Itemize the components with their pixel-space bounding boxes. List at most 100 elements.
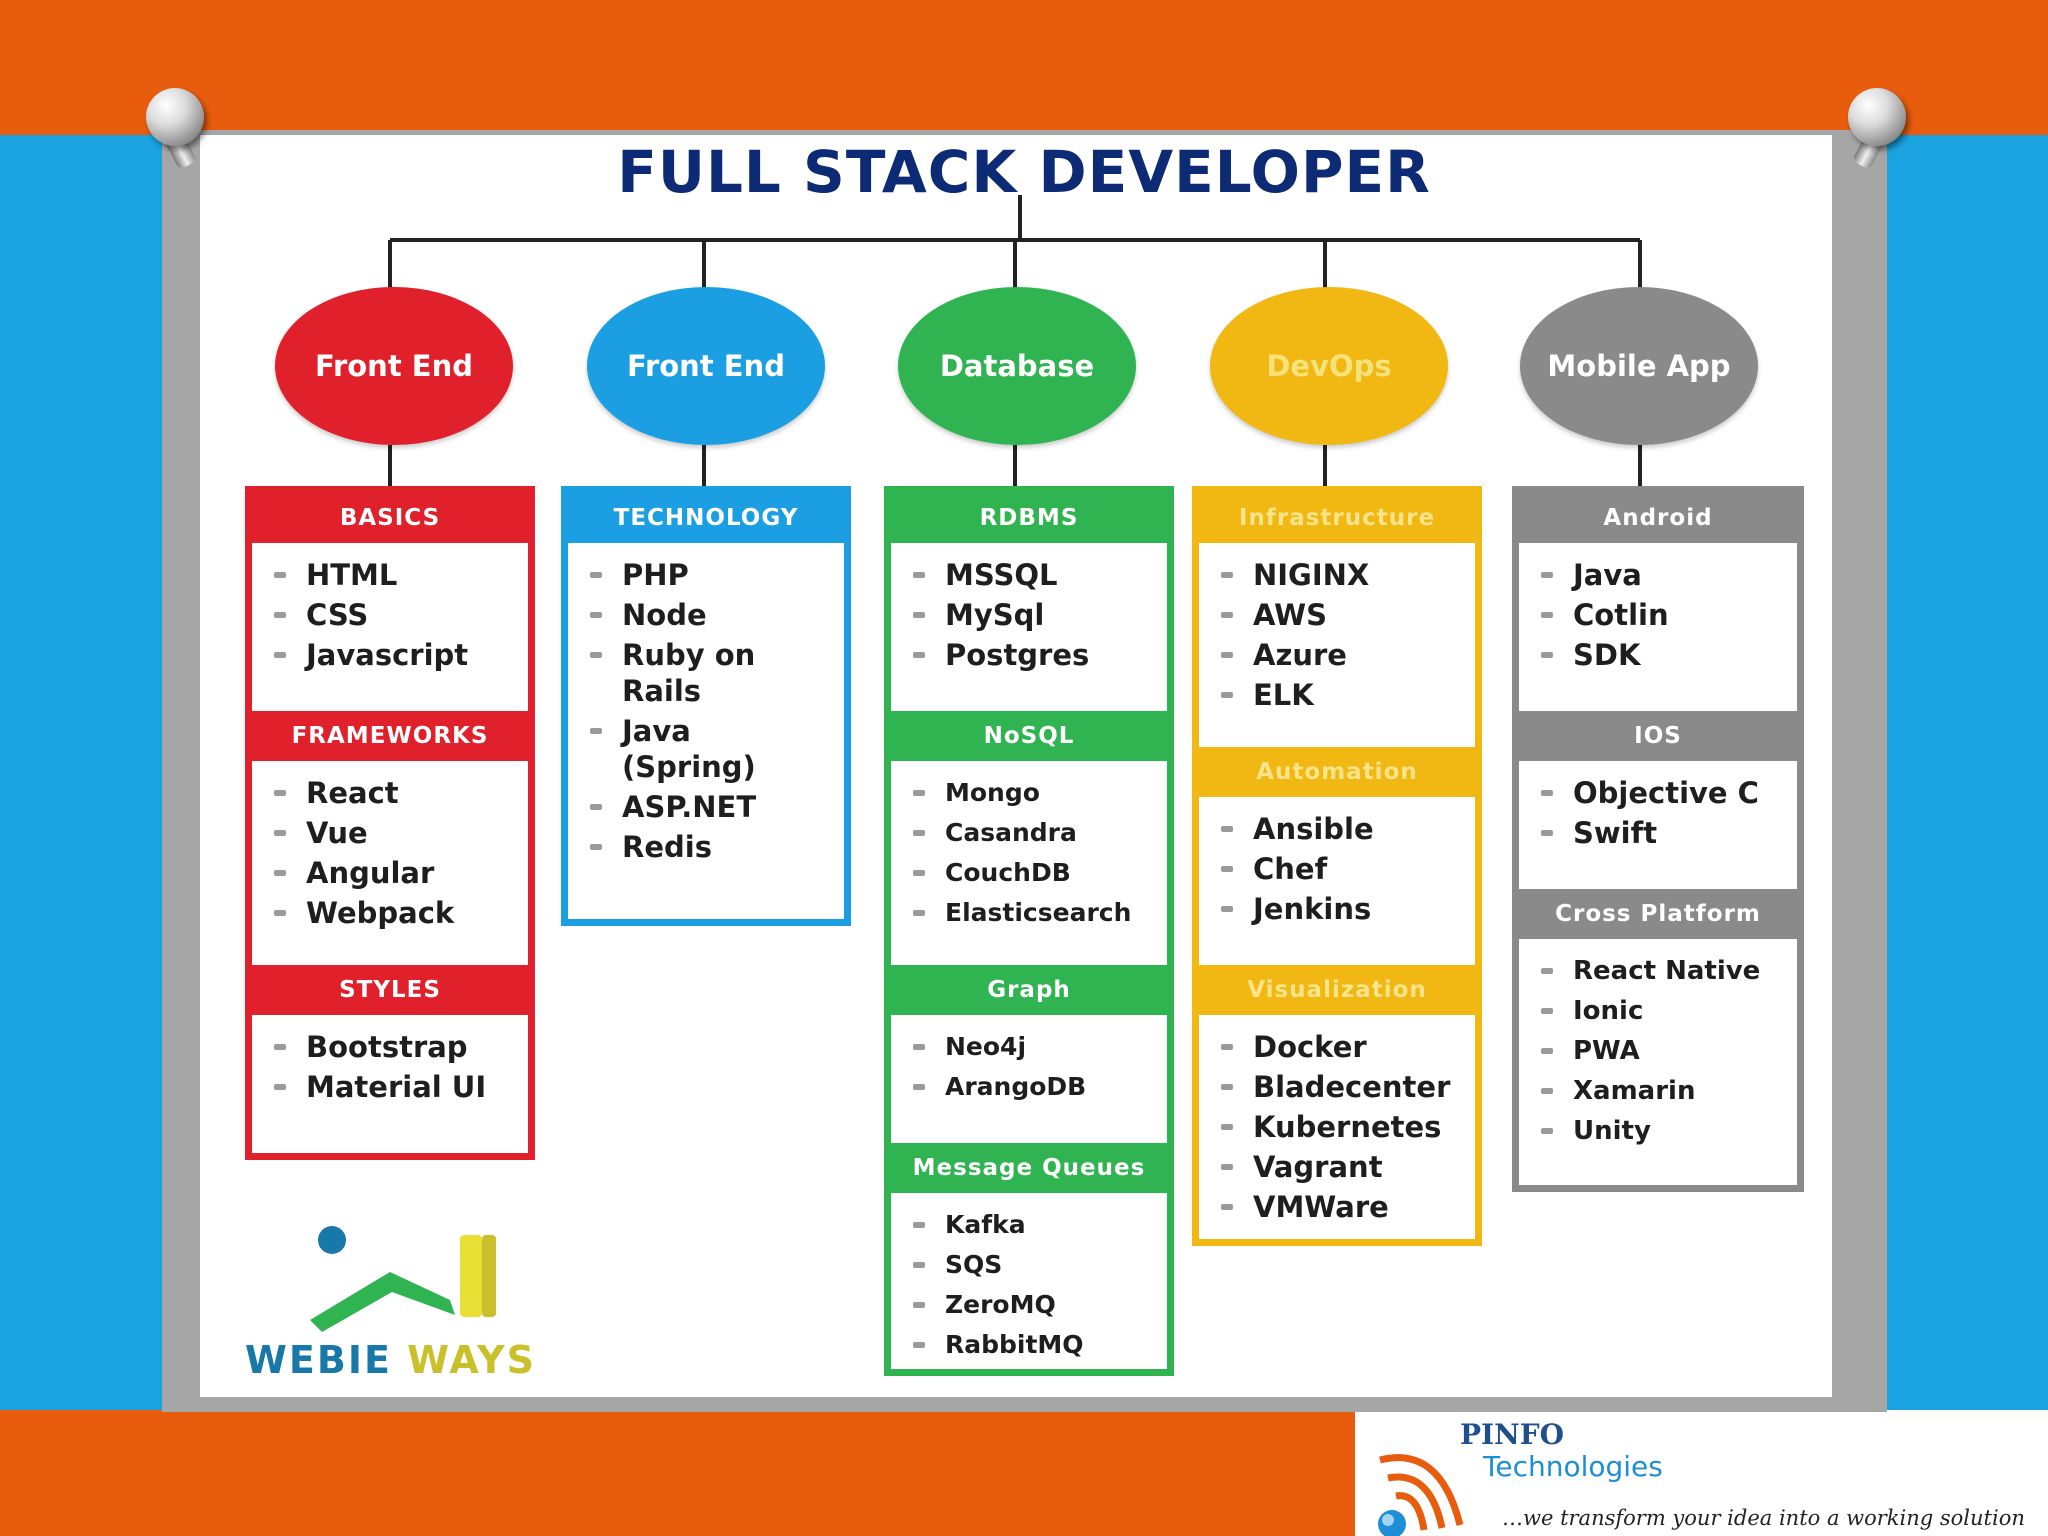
list-item: Chef bbox=[1199, 851, 1475, 887]
section-body: Mongo Casandra CouchDB Elasticsearch bbox=[891, 761, 1167, 965]
list-item: Java (Spring) bbox=[568, 713, 792, 785]
list-item: SQS bbox=[891, 1247, 1167, 1283]
section-body: MSSQL MySql Postgres bbox=[891, 543, 1167, 711]
section-heading: Android bbox=[1519, 493, 1797, 543]
column-front-end-1: BASICS HTML CSS Javascript FRAMEWORKS Re… bbox=[245, 486, 535, 1160]
bubble-mobile-app: Mobile App bbox=[1520, 287, 1758, 445]
section-body: Bootstrap Material UI bbox=[252, 1015, 528, 1123]
list-item: Kafka bbox=[891, 1207, 1167, 1243]
pinfo-brand: PINFO bbox=[1460, 1418, 1565, 1451]
list-item: Redis bbox=[568, 829, 792, 865]
list-item: Bladecenter bbox=[1199, 1069, 1475, 1105]
list-item: VMWare bbox=[1199, 1189, 1475, 1225]
bubble-front-end-2: Front End bbox=[587, 287, 825, 445]
list-item: ASP.NET bbox=[568, 789, 792, 825]
column-devops: Infrastructure NIGINX AWS Azure ELK Auto… bbox=[1192, 486, 1482, 1246]
section-heading: Message Queues bbox=[891, 1143, 1167, 1193]
list-item: Postgres bbox=[891, 637, 1167, 673]
section-heading: FRAMEWORKS bbox=[252, 711, 528, 761]
list-item: Casandra bbox=[891, 815, 1167, 851]
list-item: Vagrant bbox=[1199, 1149, 1475, 1185]
list-item: CSS bbox=[252, 597, 528, 633]
list-item: React bbox=[252, 775, 528, 811]
list-item: ELK bbox=[1199, 677, 1475, 713]
list-item: Angular bbox=[252, 855, 528, 891]
section-body: React Native Ionic PWA Xamarin Unity bbox=[1519, 939, 1797, 1167]
list-item: MySql bbox=[891, 597, 1167, 633]
page-title: FULL STACK DEVELOPER bbox=[617, 138, 1431, 206]
bottom-orange-band bbox=[0, 1410, 1355, 1536]
list-item: Bootstrap bbox=[252, 1029, 528, 1065]
ways-word: WAYS bbox=[407, 1338, 537, 1382]
footer-logo-area bbox=[1355, 1410, 2048, 1536]
list-item: Azure bbox=[1199, 637, 1475, 673]
webie-ways-logo-icon bbox=[310, 1226, 496, 1332]
list-item: Neo4j bbox=[891, 1029, 1167, 1065]
pinfo-tagline: …we transform your idea into a working s… bbox=[1502, 1506, 2025, 1530]
list-item: Webpack bbox=[252, 895, 528, 931]
bubble-label: DevOps bbox=[1266, 349, 1392, 383]
list-item: Node bbox=[568, 597, 792, 633]
pin-left-icon bbox=[146, 88, 204, 146]
column-mobile-app: Android Java Cotlin SDK IOS Objective C … bbox=[1512, 486, 1804, 1192]
section-heading: NoSQL bbox=[891, 711, 1167, 761]
section-heading: RDBMS bbox=[891, 493, 1167, 543]
list-item: Kubernetes bbox=[1199, 1109, 1475, 1145]
webie-ways-wordmark: WEBIE WAYS bbox=[245, 1338, 536, 1382]
webie-word: WEBIE bbox=[245, 1338, 392, 1382]
list-item: Ansible bbox=[1199, 811, 1475, 847]
section-heading: STYLES bbox=[252, 965, 528, 1015]
list-item: Ionic bbox=[1519, 993, 1797, 1029]
section-body: Neo4j ArangoDB bbox=[891, 1015, 1167, 1143]
list-item: Java bbox=[1519, 557, 1797, 593]
list-item: Vue bbox=[252, 815, 528, 851]
list-item: React Native bbox=[1519, 953, 1797, 989]
bubble-devops: DevOps bbox=[1210, 287, 1448, 445]
list-item: PWA bbox=[1519, 1033, 1797, 1069]
list-item: SDK bbox=[1519, 637, 1797, 673]
left-blue-band bbox=[0, 135, 165, 1410]
list-item: ZeroMQ bbox=[891, 1287, 1167, 1323]
list-item: PHP bbox=[568, 557, 792, 593]
section-heading: IOS bbox=[1519, 711, 1797, 761]
top-orange-band bbox=[0, 0, 2048, 135]
list-item: NIGINX bbox=[1199, 557, 1475, 593]
bubble-label: Front End bbox=[315, 349, 473, 383]
list-item: MSSQL bbox=[891, 557, 1167, 593]
section-body: NIGINX AWS Azure ELK bbox=[1199, 543, 1475, 747]
pin-right-icon bbox=[1848, 88, 1906, 146]
bubble-label: Mobile App bbox=[1547, 349, 1731, 383]
bubble-label: Front End bbox=[627, 349, 785, 383]
section-heading: Automation bbox=[1199, 747, 1475, 797]
section-heading: Cross Platform bbox=[1519, 889, 1797, 939]
list-item: Javascript bbox=[252, 637, 528, 673]
section-body: Docker Bladecenter Kubernetes Vagrant VM… bbox=[1199, 1015, 1475, 1243]
list-item: Ruby on Rails bbox=[568, 637, 792, 709]
section-body: PHP Node Ruby on Rails Java (Spring) ASP… bbox=[568, 543, 844, 883]
bubble-database: Database bbox=[898, 287, 1136, 445]
section-heading: Visualization bbox=[1199, 965, 1475, 1015]
list-item: CouchDB bbox=[891, 855, 1167, 891]
list-item: Jenkins bbox=[1199, 891, 1475, 927]
column-database: RDBMS MSSQL MySql Postgres NoSQL Mongo C… bbox=[884, 486, 1174, 1376]
section-body: Ansible Chef Jenkins bbox=[1199, 797, 1475, 965]
section-heading: Infrastructure bbox=[1199, 493, 1475, 543]
section-body: Objective C Swift bbox=[1519, 761, 1797, 889]
pinfo-signal-icon bbox=[1378, 1454, 1464, 1536]
section-heading: TECHNOLOGY bbox=[568, 493, 844, 543]
section-body: React Vue Angular Webpack bbox=[252, 761, 528, 965]
pinfo-subtitle: Technologies bbox=[1483, 1450, 1663, 1483]
right-blue-band bbox=[1883, 135, 2048, 1410]
section-heading: Graph bbox=[891, 965, 1167, 1015]
list-item: Mongo bbox=[891, 775, 1167, 811]
list-item: ArangoDB bbox=[891, 1069, 1167, 1105]
section-heading: BASICS bbox=[252, 493, 528, 543]
section-body: HTML CSS Javascript bbox=[252, 543, 528, 711]
list-item: Docker bbox=[1199, 1029, 1475, 1065]
list-item: Unity bbox=[1519, 1113, 1797, 1149]
list-item: RabbitMQ bbox=[891, 1327, 1167, 1363]
list-item: Elasticsearch bbox=[891, 895, 1167, 931]
bubble-front-end-1: Front End bbox=[275, 287, 513, 445]
column-front-end-2: TECHNOLOGY PHP Node Ruby on Rails Java (… bbox=[561, 486, 851, 926]
list-item: HTML bbox=[252, 557, 528, 593]
